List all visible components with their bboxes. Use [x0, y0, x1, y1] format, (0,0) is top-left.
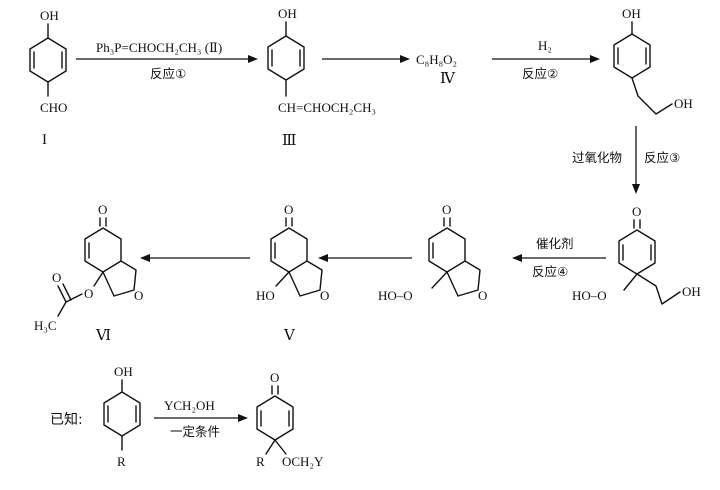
peroxide-a-oo: HO–O [572, 288, 607, 303]
compound-v-ring-o: O [320, 288, 329, 303]
reaction-4-name: 反应④ [532, 264, 568, 279]
compound-iii: OH CH=CHOCH₂CH₃ Ⅲ [267, 6, 376, 149]
known-title: 已知: [50, 411, 83, 428]
peroxide-a-oh: OH [682, 284, 701, 299]
compound-vi-methyl: H₃C [34, 318, 57, 333]
known-product-och2y: OCH₂Y [282, 454, 324, 469]
compound-vi-ester-o: O [84, 286, 93, 301]
compound-vi-ketone-o: O [98, 202, 107, 217]
arrow-iii-to-iv [322, 55, 410, 63]
peroxide-b-ring-o: O [478, 288, 487, 303]
peroxide-a-ketone-o: O [632, 204, 641, 219]
compound-v: O O HO Ⅴ [256, 202, 329, 344]
known-condition: 一定条件 [170, 424, 220, 439]
compound-v-ketone-o: O [284, 202, 293, 217]
reaction-1-reagent: Ph₃P=CHOCH₂CH₃ (Ⅱ) [96, 40, 222, 55]
compound-iv: C₈H₈O₂ Ⅳ [416, 52, 457, 87]
compound-iv-formula: C₈H₈O₂ [416, 52, 457, 67]
arrow-to-v [318, 254, 412, 262]
compound-i-oh: OH [40, 8, 59, 23]
reaction-3-reagent: 过氧化物 [572, 150, 622, 165]
arrow-to-vi [140, 254, 250, 262]
compound-ivb-oh-chain: OH [674, 96, 693, 111]
compound-v-oh: HO [256, 288, 275, 303]
compound-iii-oh: OH [278, 6, 297, 21]
compound-hydroxyphenylethanol: OH OH [613, 6, 693, 115]
known-reagent: YCH₂OH [164, 398, 215, 413]
compound-vi-carbonyl-o: O [52, 270, 61, 285]
reaction-2-reagent: H₂ [538, 38, 552, 53]
known-product-r: R [256, 454, 265, 469]
compound-peroxide-a: O HO–O OH [572, 204, 701, 305]
peroxide-b-ketone-o: O [442, 202, 451, 217]
known-start-oh: OH [114, 364, 133, 379]
reaction-2-arrow: H₂ 反应② [492, 38, 600, 81]
known-product-ketone: O [270, 370, 279, 385]
reaction-3-name: 反应③ [644, 150, 680, 165]
reaction-4-reagent: 催化剂 [536, 236, 574, 251]
compound-i-label: I [42, 132, 47, 148]
reaction-2-name: 反应② [522, 66, 558, 81]
known-reaction: 已知: OH R YCH₂OH 一定条件 O R OCH₂Y [50, 364, 324, 469]
compound-iv-label: Ⅳ [440, 71, 456, 87]
compound-iii-sub: CH=CHOCH₂CH₃ [278, 100, 376, 115]
reaction-4-arrow: 催化剂 反应④ [512, 236, 606, 279]
peroxide-b-oo: HO–O [378, 288, 413, 303]
compound-ivb-oh-top: OH [622, 6, 641, 21]
compound-vi: O O O O H₃C Ⅵ [34, 202, 143, 344]
reaction-1-arrow: Ph₃P=CHOCH₂CH₃ (Ⅱ) 反应① [76, 40, 258, 81]
compound-vi-label: Ⅵ [95, 328, 111, 344]
compound-i-cho: CHO [40, 100, 67, 115]
reaction-3-arrow: 过氧化物 反应③ [572, 126, 680, 194]
compound-vi-ring-o: O [134, 288, 143, 303]
compound-v-label: Ⅴ [283, 328, 296, 344]
compound-iii-label: Ⅲ [282, 133, 296, 149]
compound-peroxide-b: O O HO–O [378, 202, 487, 303]
known-start-r: R [117, 454, 126, 469]
compound-i: OH CHO I [29, 8, 67, 148]
reaction-1-name: 反应① [150, 66, 186, 81]
